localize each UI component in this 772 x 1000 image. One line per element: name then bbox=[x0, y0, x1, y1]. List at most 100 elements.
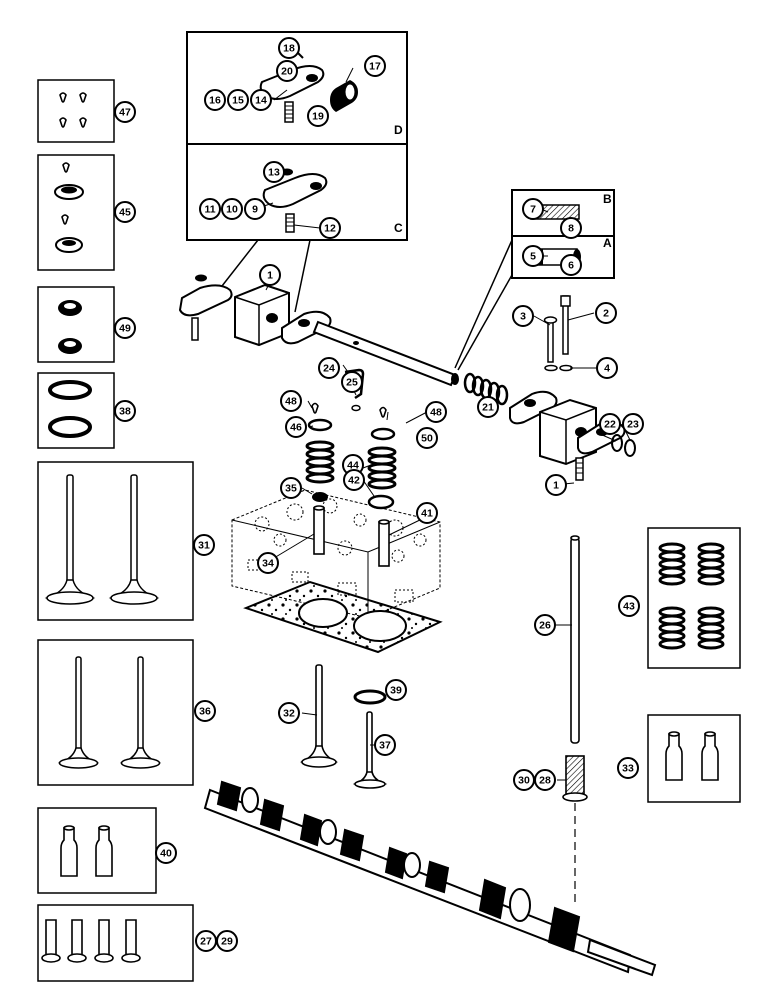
callout-c50: 50 bbox=[416, 427, 438, 449]
callout-circle bbox=[280, 477, 302, 499]
callout-circle bbox=[319, 217, 341, 239]
box-47-valve-keys bbox=[37, 79, 115, 143]
callout-number: 3 bbox=[520, 311, 526, 323]
callout-circle bbox=[385, 679, 407, 701]
callout-number: 20 bbox=[281, 66, 293, 78]
callout-c8: 8 bbox=[560, 217, 582, 239]
panel-letter-c: C bbox=[394, 221, 403, 235]
callout-circle bbox=[364, 55, 386, 77]
callout-c1a: 1 bbox=[259, 264, 281, 286]
box-31-intake-valves bbox=[37, 461, 194, 621]
callout-circle bbox=[534, 614, 556, 636]
callout-circle bbox=[280, 390, 302, 412]
callout-c23: 23 bbox=[622, 413, 644, 435]
callout-circle bbox=[193, 534, 215, 556]
callout-circle bbox=[194, 700, 216, 722]
box-49-valve-seals bbox=[37, 286, 115, 363]
callout-number: 30 bbox=[518, 775, 530, 787]
callout-number: 49 bbox=[119, 323, 131, 335]
callout-number: 18 bbox=[283, 43, 295, 55]
callout-number: 15 bbox=[232, 95, 244, 107]
callout-number: 28 bbox=[539, 775, 551, 787]
callout-circle bbox=[155, 842, 177, 864]
callout-circle bbox=[512, 305, 534, 327]
callout-circle bbox=[560, 217, 582, 239]
callout-circle bbox=[622, 413, 644, 435]
callout-number: 38 bbox=[119, 406, 131, 418]
callout-number: 35 bbox=[285, 483, 297, 495]
callout-number: 12 bbox=[324, 223, 336, 235]
callout-c12: 12 bbox=[319, 217, 341, 239]
callout-number: 17 bbox=[369, 61, 381, 73]
callout-c33: 33 bbox=[617, 757, 639, 779]
callout-circle bbox=[374, 734, 396, 756]
callout-circle bbox=[545, 474, 567, 496]
panel-leader-lines bbox=[221, 239, 513, 371]
tappet-28 bbox=[562, 755, 588, 905]
callout-c48a: 48 bbox=[280, 390, 302, 412]
callout-circle bbox=[114, 400, 136, 422]
callout-circle bbox=[595, 302, 617, 324]
callout-c21: 21 bbox=[477, 396, 499, 418]
callout-c41: 41 bbox=[416, 502, 438, 524]
callout-circle bbox=[560, 254, 582, 276]
callout-c48b: 48 bbox=[425, 401, 447, 423]
callout-number: 27 bbox=[200, 936, 212, 948]
box-40-valve-guides bbox=[37, 807, 157, 894]
callout-c37: 37 bbox=[374, 734, 396, 756]
callout-number: 34 bbox=[262, 558, 274, 570]
callout-circle bbox=[221, 198, 243, 220]
callout-c18: 18 bbox=[278, 37, 300, 59]
callout-c32: 32 bbox=[278, 702, 300, 724]
camshaft bbox=[203, 780, 657, 977]
callout-number: 47 bbox=[119, 107, 131, 119]
box-36-exhaust-valves bbox=[37, 639, 194, 786]
callout-number: 4 bbox=[604, 363, 610, 375]
callout-number: 44 bbox=[347, 460, 359, 472]
callout-circle bbox=[250, 89, 272, 111]
callout-circle bbox=[278, 37, 300, 59]
callout-circle bbox=[534, 769, 556, 791]
callout-number: 14 bbox=[255, 95, 267, 107]
callout-c22: 22 bbox=[599, 413, 621, 435]
callout-circle bbox=[596, 357, 618, 379]
callout-circle bbox=[285, 416, 307, 438]
callout-c39: 39 bbox=[385, 679, 407, 701]
callout-circle bbox=[114, 101, 136, 123]
callout-c5: 5 bbox=[522, 245, 544, 267]
valve-32 bbox=[300, 664, 338, 768]
callout-number: 1 bbox=[553, 480, 559, 492]
callout-c15: 15 bbox=[227, 89, 249, 111]
callout-circle bbox=[259, 264, 281, 286]
callout-circle bbox=[227, 89, 249, 111]
callout-c35: 35 bbox=[280, 477, 302, 499]
callout-number: 13 bbox=[268, 167, 280, 179]
callout-number: 29 bbox=[221, 936, 233, 948]
callout-c24: 24 bbox=[318, 357, 340, 379]
callout-number: 21 bbox=[482, 402, 494, 414]
callout-c28: 28 bbox=[534, 769, 556, 791]
callout-c40: 40 bbox=[155, 842, 177, 864]
box-33-guides bbox=[647, 714, 741, 803]
callout-circle bbox=[341, 371, 363, 393]
callout-number: 37 bbox=[379, 740, 391, 752]
panel-letter-b: B bbox=[603, 192, 612, 206]
callout-number: 48 bbox=[430, 407, 442, 419]
callout-number: 39 bbox=[390, 685, 402, 697]
callout-circle bbox=[416, 502, 438, 524]
box-38-seat-inserts bbox=[37, 372, 115, 449]
callout-number: 43 bbox=[623, 601, 635, 613]
callout-c46: 46 bbox=[285, 416, 307, 438]
callout-circle bbox=[216, 930, 238, 952]
box-27-tappets bbox=[37, 904, 194, 982]
callout-circle bbox=[599, 413, 621, 435]
callout-number: 24 bbox=[323, 363, 335, 375]
callout-c16: 16 bbox=[204, 89, 226, 111]
callout-number: 40 bbox=[160, 848, 172, 860]
callout-circle bbox=[276, 60, 298, 82]
callout-number: 48 bbox=[285, 396, 297, 408]
panel-letter-a: A bbox=[603, 236, 612, 250]
callout-c38: 38 bbox=[114, 400, 136, 422]
detail-panel-c bbox=[186, 143, 408, 241]
